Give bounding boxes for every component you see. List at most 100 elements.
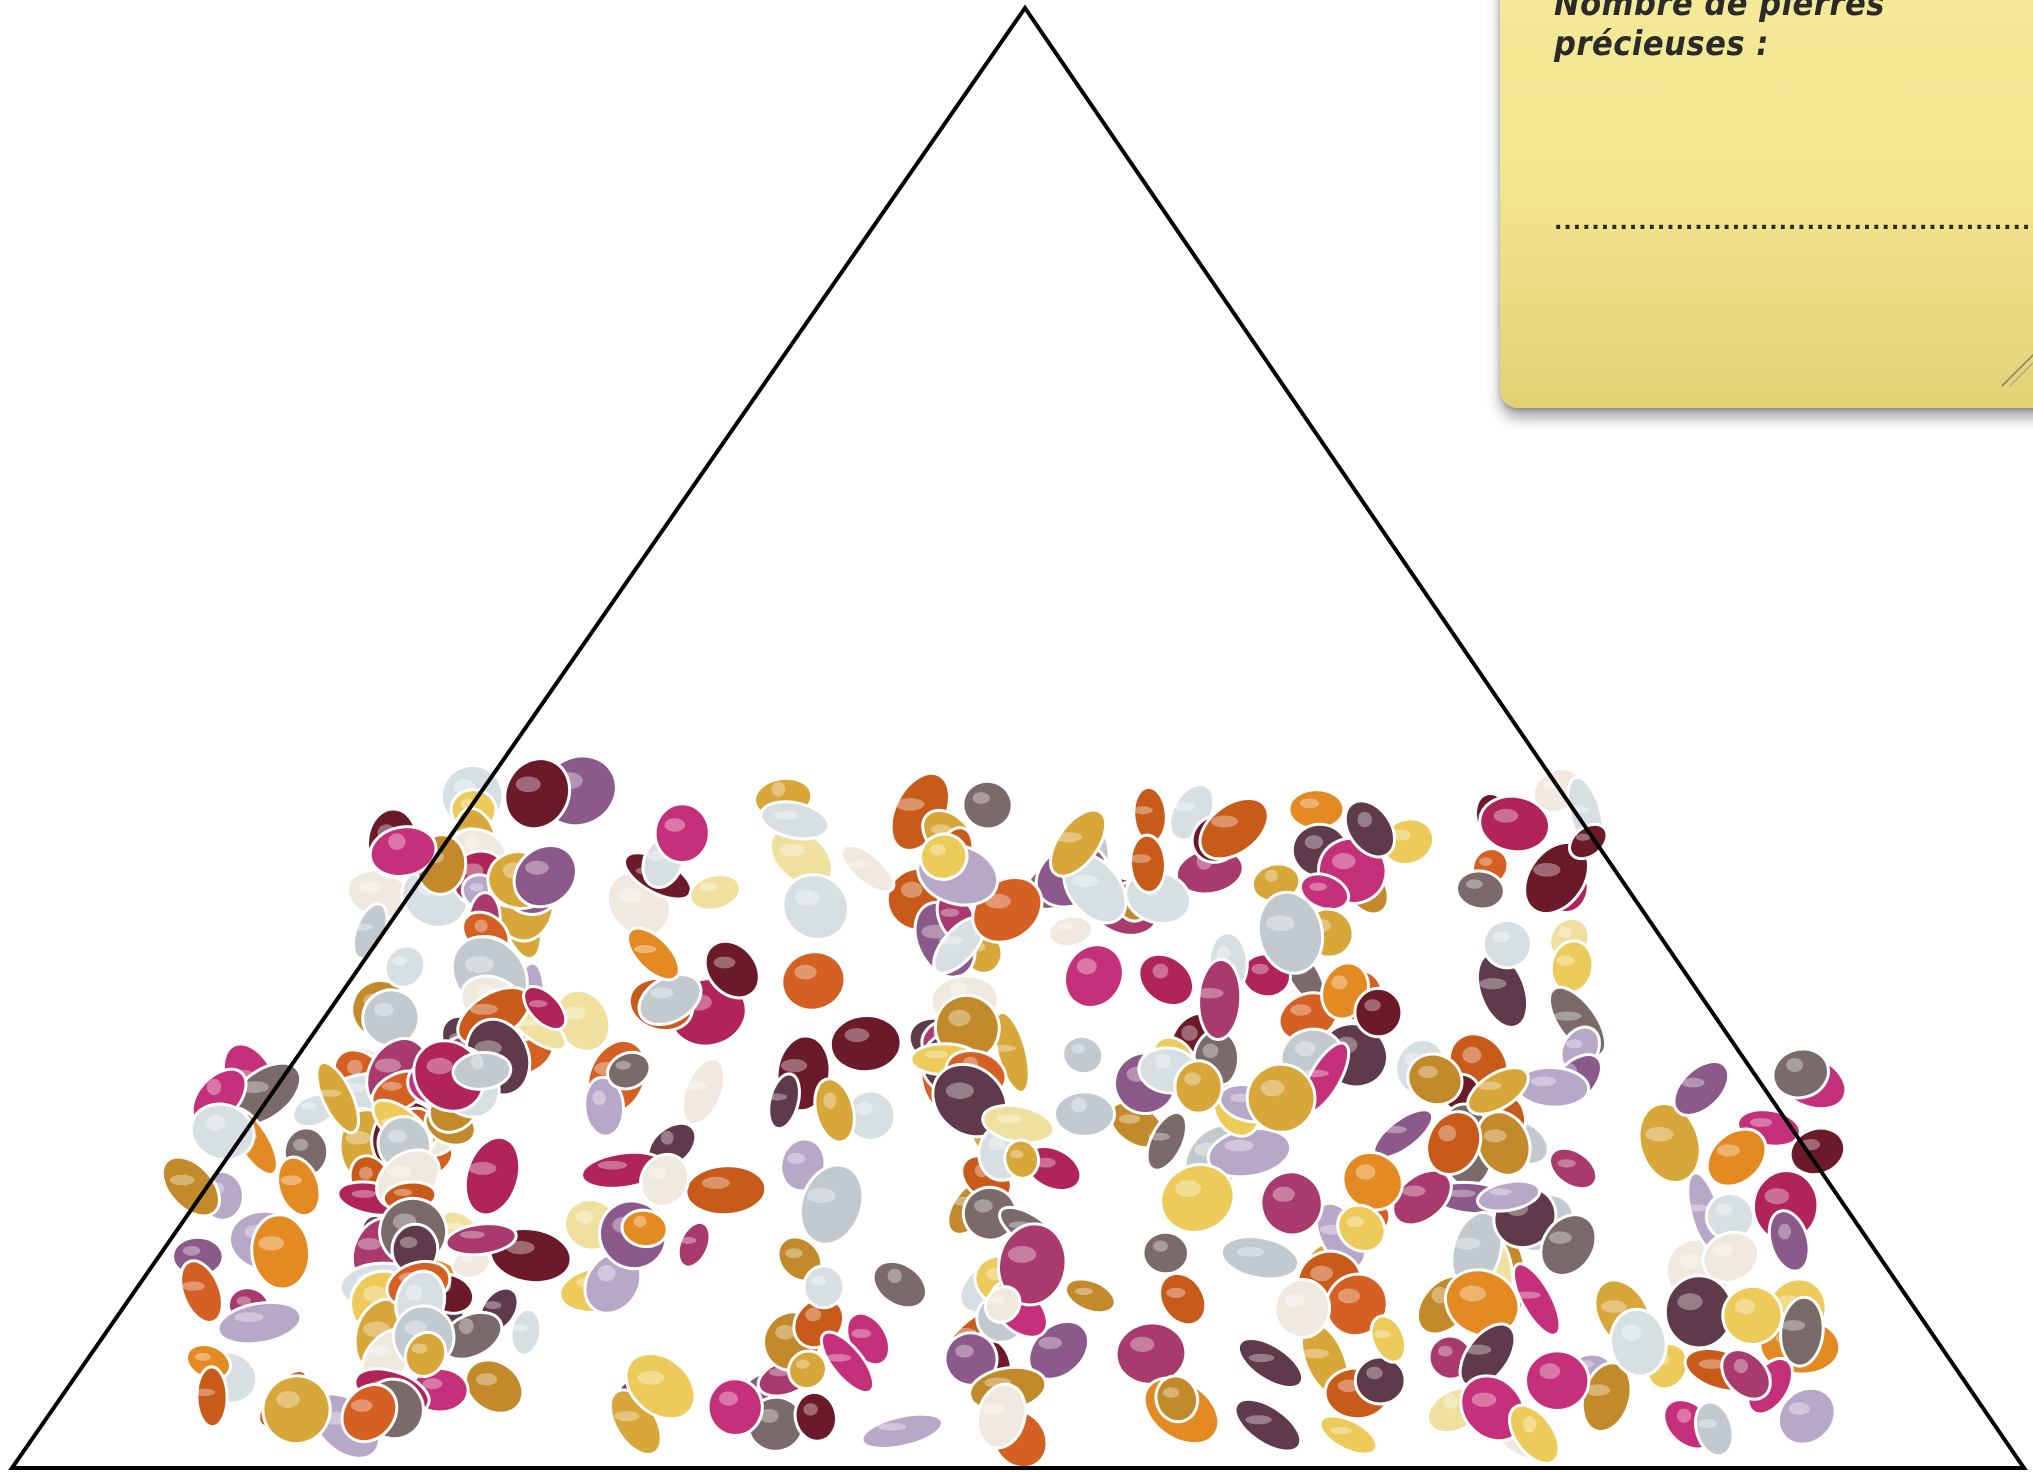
gem-highlight [392, 956, 407, 966]
gem-highlight [649, 1168, 668, 1180]
gem-highlight [851, 1329, 871, 1338]
gem-highlight [1781, 1320, 1805, 1331]
gem-highlight [471, 1055, 484, 1069]
gem-highlight [388, 833, 405, 850]
gem [764, 1071, 805, 1132]
gem-highlight [1364, 999, 1380, 1011]
gem-highlight [1252, 964, 1269, 975]
gem-highlight [529, 1000, 547, 1007]
gem [654, 802, 711, 864]
gem-highlight [281, 1175, 302, 1185]
gem-highlight [973, 792, 990, 804]
gem-highlight [785, 1248, 802, 1258]
gem-highlight [1750, 1118, 1772, 1127]
gem [196, 1367, 227, 1427]
gem-highlight [1444, 1394, 1458, 1409]
gem-highlight [388, 1130, 407, 1143]
gem-highlight [1261, 1080, 1285, 1097]
gem-highlight [1382, 1126, 1407, 1133]
gem [1354, 987, 1403, 1038]
gem-highlight [781, 1059, 807, 1072]
gem-highlight [1472, 1393, 1497, 1407]
gem-highlight [1479, 978, 1506, 989]
gem-highlight [1438, 1346, 1453, 1357]
gem-highlight [930, 844, 946, 855]
answer-line[interactable]: ........................................… [1554, 210, 2033, 235]
gem-highlight [374, 1003, 394, 1017]
gem-highlight [1698, 1419, 1717, 1428]
gem-highlight [423, 1378, 443, 1389]
gem-highlight [974, 1199, 993, 1212]
gem-highlight [775, 1325, 795, 1340]
gem-highlight [767, 1093, 787, 1100]
gem-highlight [1356, 1164, 1376, 1179]
page-curl-icon [2000, 348, 2033, 388]
gem-highlight [1203, 1044, 1219, 1059]
gem [1355, 1357, 1405, 1404]
gem-highlight [856, 1102, 873, 1114]
gem-highlight [634, 1216, 647, 1227]
gem-highlight [1466, 880, 1483, 889]
gem-highlight [634, 945, 657, 953]
gem-highlight [394, 1189, 412, 1196]
gem-highlight [1438, 1125, 1456, 1141]
gem-highlight [387, 1166, 411, 1178]
gem [865, 1252, 936, 1318]
gem-highlight [1549, 1231, 1572, 1243]
gem-highlight [476, 1373, 497, 1385]
gem-highlight [1305, 835, 1323, 849]
gem-highlight [512, 1324, 528, 1331]
gem-highlight [796, 1360, 810, 1369]
gem [1057, 1031, 1108, 1080]
gem-highlight [1155, 1054, 1171, 1069]
gem [803, 1265, 844, 1308]
gem-highlight [465, 956, 494, 973]
gem-highlight [1681, 1204, 1709, 1211]
gem-highlight [1211, 816, 1238, 828]
gem-highlight [1077, 958, 1097, 974]
gem-highlight [1680, 1253, 1702, 1269]
gem-highlight [616, 1061, 631, 1070]
gem-highlight [1478, 1081, 1502, 1090]
gem-highlight [459, 1318, 474, 1334]
note-title: Nombre de pierres précieuses : [1554, 0, 1974, 64]
gem [685, 1164, 767, 1217]
gem-highlight [774, 811, 798, 820]
gem-highlight [795, 890, 819, 906]
gem-highlight [598, 1161, 627, 1170]
gem-highlight [825, 1354, 851, 1362]
gem-highlight [1332, 853, 1356, 869]
gem-highlight [1418, 1066, 1437, 1078]
gem-highlight [1786, 1058, 1803, 1072]
gem [1227, 1389, 1310, 1461]
gem-highlight [700, 883, 718, 892]
gem-highlight [1075, 1288, 1093, 1295]
gem-highlight [1778, 1224, 1791, 1240]
gem-highlight [1249, 1354, 1275, 1362]
gem-highlight [1245, 1415, 1271, 1424]
gem-highlight [1374, 1330, 1391, 1338]
gem-highlight [1454, 1238, 1481, 1250]
gem-highlight [1717, 1144, 1740, 1156]
gem-highlight [1302, 1349, 1329, 1359]
gem-highlight [823, 1093, 836, 1109]
gem-highlight [997, 1114, 1022, 1123]
gem-highlight [183, 1246, 201, 1256]
gem-highlight [1622, 1324, 1641, 1341]
gem-highlight [1148, 1133, 1170, 1141]
gem-highlight [1566, 1039, 1582, 1048]
gem [1197, 958, 1243, 1040]
gem-highlight [1366, 1367, 1382, 1379]
gem-highlight [1010, 1150, 1023, 1158]
gem-highlight [1237, 1247, 1264, 1257]
gem-highlight [1266, 915, 1295, 931]
gem-highlight [427, 1058, 453, 1074]
gem-highlight [1224, 1140, 1253, 1152]
gem [1055, 1092, 1115, 1136]
gem-highlight [470, 883, 484, 891]
gem-highlight [848, 861, 871, 868]
gem-highlight [772, 782, 786, 796]
gem-highlight [719, 1392, 738, 1406]
gem-highlight [896, 798, 925, 811]
gem-highlight [955, 1345, 973, 1358]
